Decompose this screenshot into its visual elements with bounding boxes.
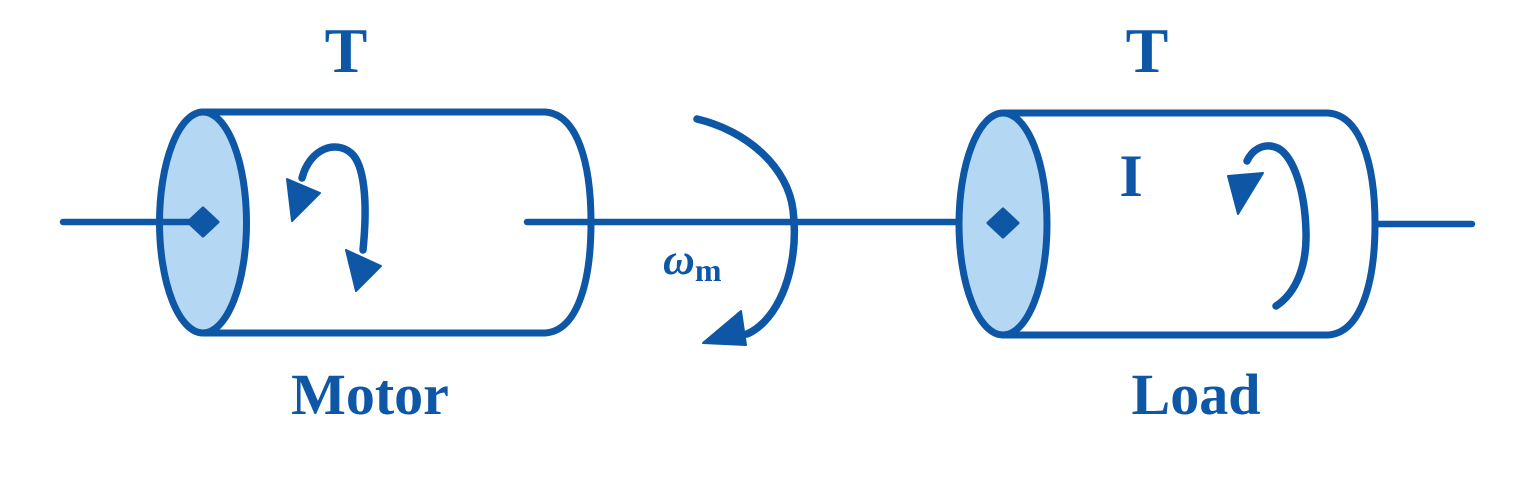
shaft-speed-symbol: ω [663,235,695,284]
load-torque-label: T [1126,15,1169,86]
shaft-speed-label: ωm [663,235,722,288]
load-shaft-hub-dot [986,207,1020,239]
motor-torque-label: T [325,15,368,86]
load-inertia-label: I [1119,143,1142,209]
motor-name-label: Motor [291,362,449,427]
load-group [955,109,1476,339]
motor-shaft-hub-dot [186,206,220,238]
shaft-speed-subscript: m [695,252,722,288]
motor-group [59,108,595,337]
shaft-speed-rotation-arc [693,115,799,338]
shaft-group [523,115,994,346]
load-cylinder-body [999,109,1379,339]
motor-rotation-arrowhead-right-icon [345,249,382,292]
load-name-label: Load [1132,362,1261,427]
motor-rotation-arc [298,143,369,254]
load-rotation-arc [1243,142,1310,310]
motor-rotation-arrowhead-left-icon [286,178,321,222]
shaft-speed-arrowhead-icon [702,310,747,346]
load-rotation-arrowhead-icon [1227,172,1264,215]
